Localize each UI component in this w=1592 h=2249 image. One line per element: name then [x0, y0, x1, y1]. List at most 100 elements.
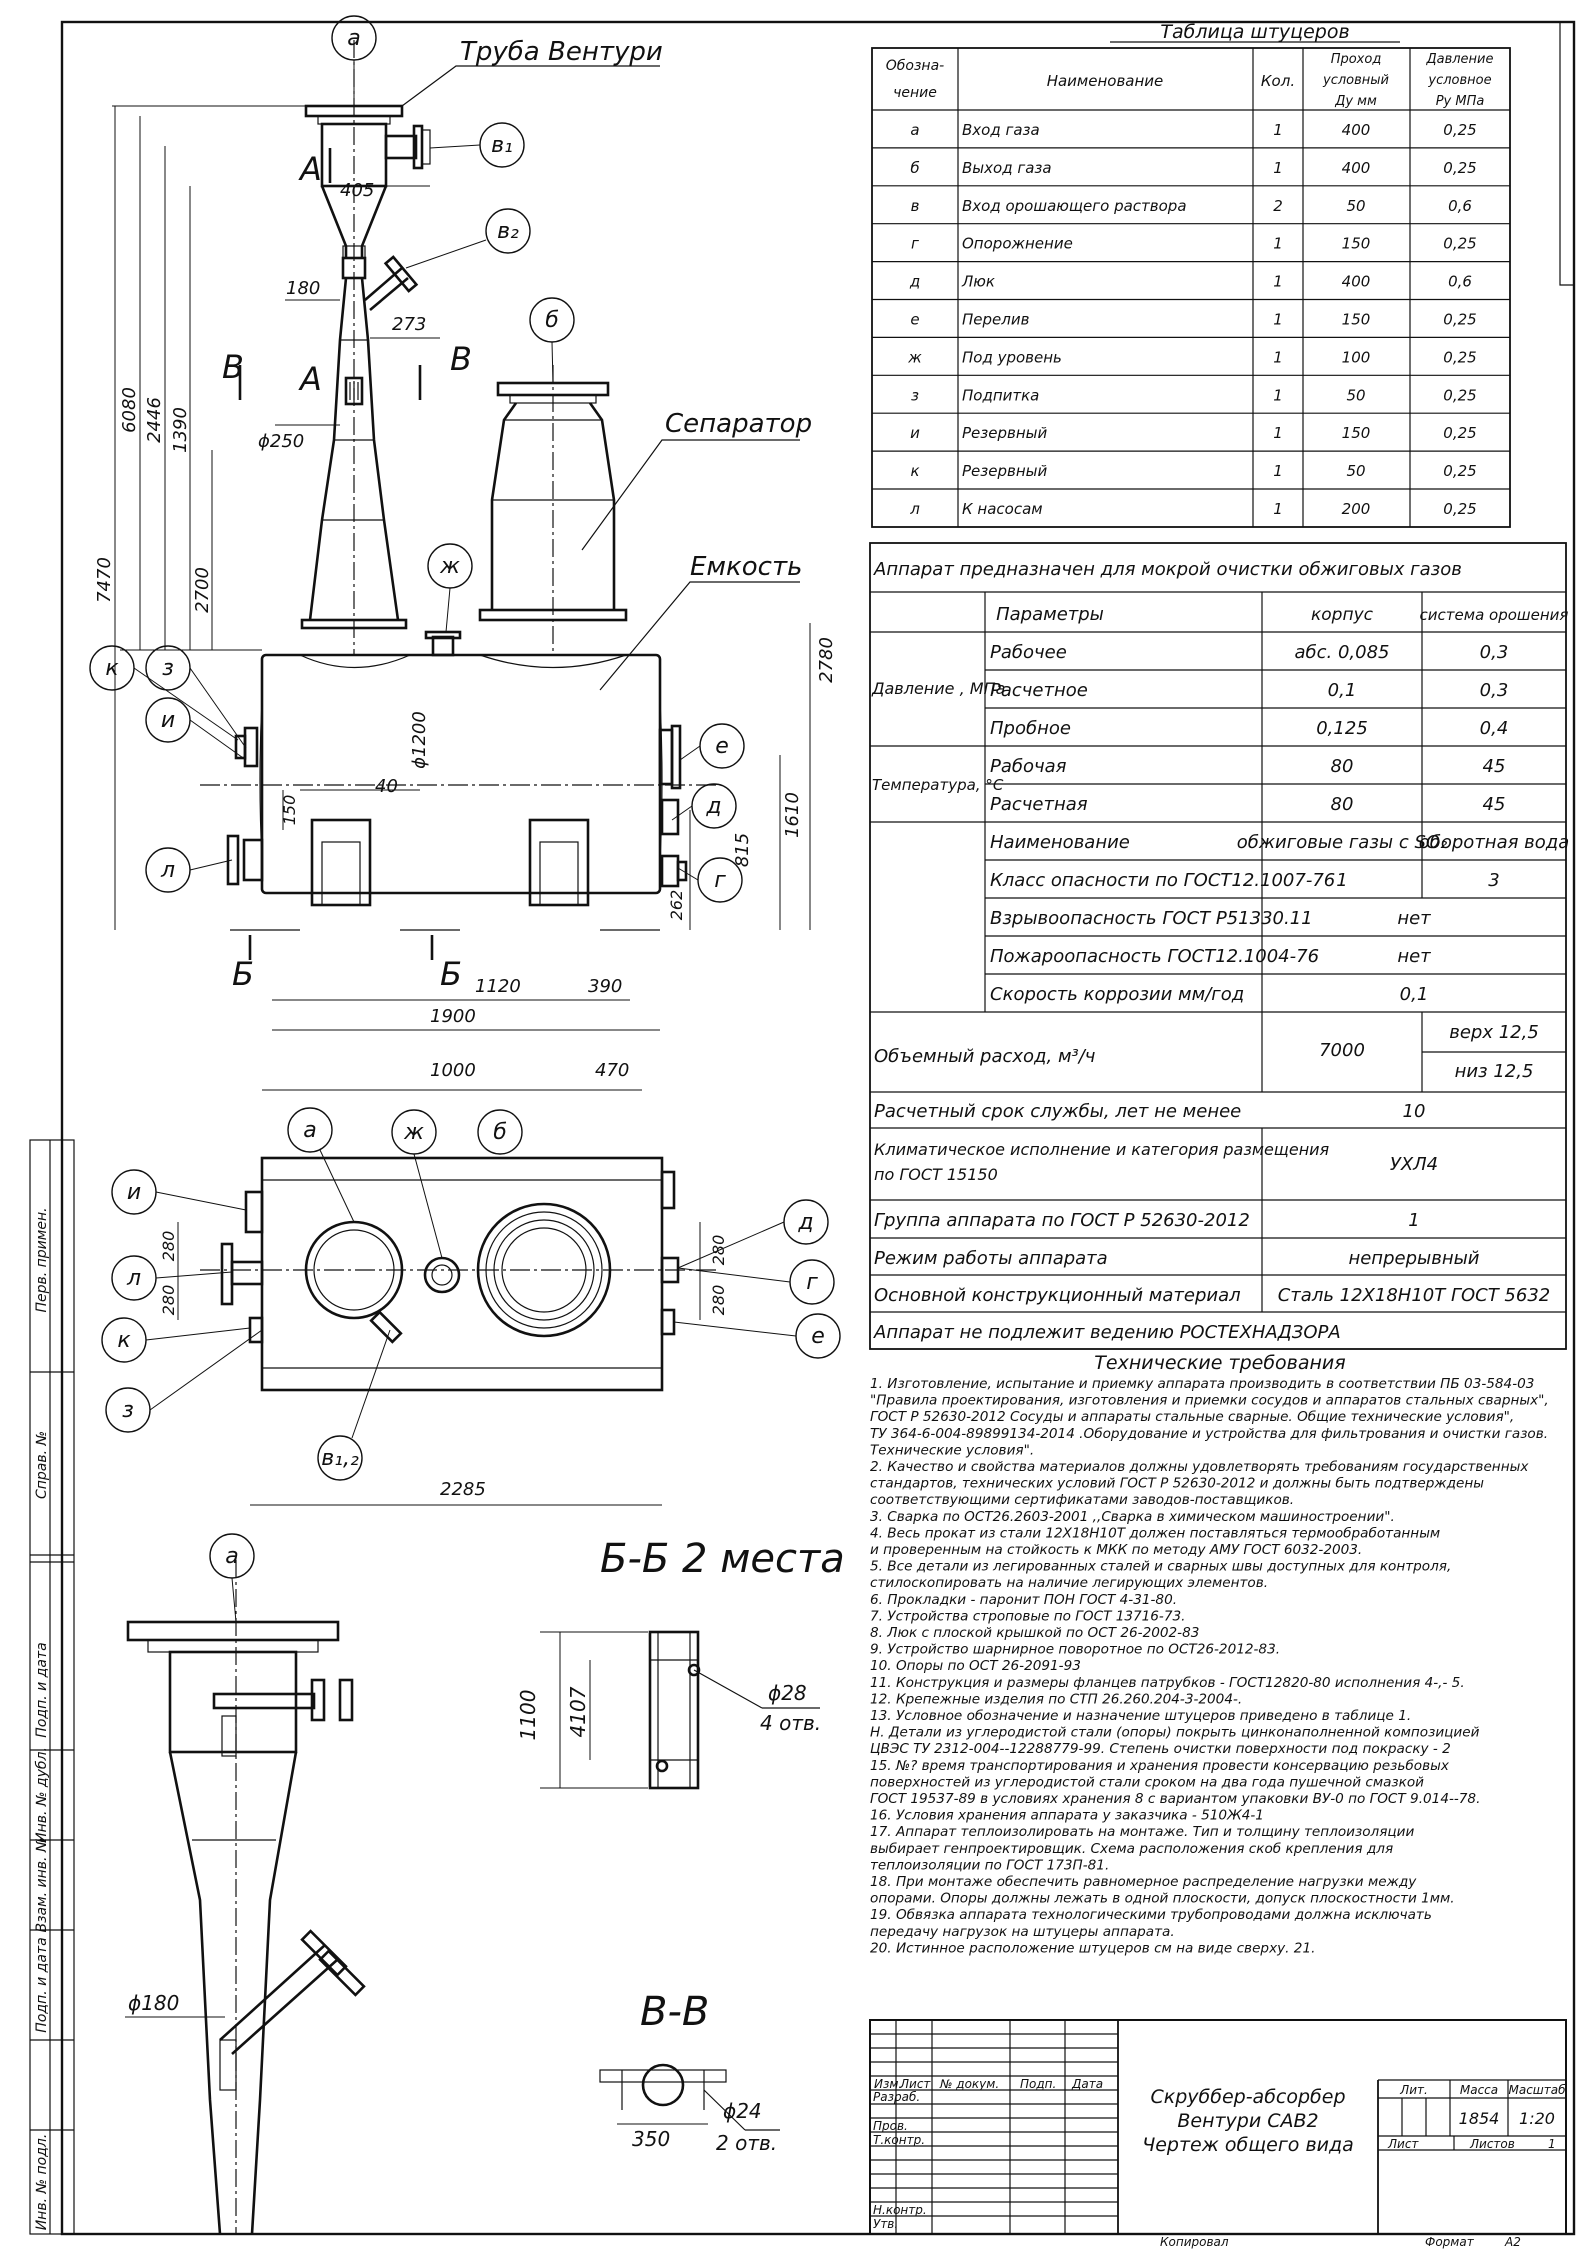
callout-circle: [477, 1109, 523, 1155]
fittings-header-dn-2: условный: [1322, 73, 1389, 88]
callout-letter: б: [545, 308, 559, 333]
callout-leader: [155, 1271, 233, 1279]
params-table: Аппарат предназначен для мокрой очистки …: [869, 542, 1570, 1350]
fitting-dn: 400: [1342, 159, 1371, 177]
label-separator: Сепаратор: [665, 409, 812, 439]
fitting-pn: 0,6: [1448, 273, 1472, 291]
fitting-dn: 200: [1342, 500, 1371, 518]
dim-7470: 7470: [94, 557, 115, 603]
requirement-line: 9. Устройство шарнирное поворотное по ОС…: [870, 1642, 1280, 1658]
volume-value: 7000: [1319, 1040, 1365, 1061]
fitting-dn: 400: [1342, 273, 1371, 291]
dim-phi250: ϕ250: [258, 431, 304, 452]
margin-inv-podl: Инв. № подл.: [34, 2134, 50, 2231]
tb-sheets-value: 1: [1548, 2137, 1556, 2151]
label-tank: Емкость: [690, 552, 802, 582]
param-irrigation: 0,3: [1480, 642, 1509, 663]
callout-leader: [149, 1329, 263, 1411]
callout-letter: а: [303, 1118, 316, 1143]
callout-letter: д: [705, 794, 721, 819]
margin-podp-data-2: Подп. и дата: [34, 1937, 50, 2032]
section-a-upper: А: [298, 150, 322, 188]
requirement-line: теплоизоляции по ГОСТ 173П-81.: [870, 1857, 1109, 1873]
param-irrigation: оборотная вода: [1419, 832, 1570, 853]
dim-1610: 1610: [782, 792, 803, 838]
dim-280-d: 280: [709, 1285, 728, 1316]
climate-label-1: Климатическое исполнение и категория раз…: [874, 1140, 1330, 1159]
fittings-header-pn-1: Давление: [1425, 52, 1493, 67]
fittings-header-qty: Кол.: [1261, 72, 1295, 90]
param-name: Пробное: [990, 718, 1071, 739]
callout-letter: б: [493, 1120, 507, 1145]
callout-letter: в₁,₂: [321, 1446, 359, 1471]
fitting-pn: 0,25: [1443, 424, 1476, 442]
dim-815: 815: [732, 833, 753, 867]
tb-sheet: Лист: [1387, 2137, 1419, 2151]
tb-mass: 1854: [1459, 2109, 1500, 2128]
requirement-line: 20. Истинное расположение штуцеров см на…: [870, 1940, 1315, 1956]
title-block: Изм. Лист № докум. Подп. Дата Разраб. Пр…: [869, 2019, 1567, 2249]
fitting-dn: 150: [1342, 235, 1371, 253]
fitting-designation: л: [909, 500, 920, 518]
dim-2780: 2780: [816, 637, 837, 683]
fitting-designation: г: [911, 235, 919, 253]
dim-40: 40: [375, 776, 398, 797]
fitting-designation: е: [910, 311, 919, 329]
fitting-qty: 1: [1273, 273, 1283, 291]
dim-1120: 1120: [475, 976, 521, 997]
tb-date: Дата: [1071, 2077, 1103, 2091]
callout-leader: [405, 239, 487, 269]
callout-letter: ж: [439, 554, 460, 579]
params-header: Параметры: [996, 604, 1104, 625]
requirement-line: 11. Конструкция и размеры фланцев патруб…: [870, 1675, 1465, 1691]
fitting-dn: 150: [1342, 424, 1371, 442]
requirement-line: ЦВЭС ТУ 2312-004--12288779-99. Степень о…: [870, 1741, 1451, 1757]
callout-letter: в₂: [497, 219, 519, 244]
fitting-designation: и: [910, 424, 920, 442]
callout-leader: [231, 1577, 237, 1623]
param-name: Класс опасности по ГОСТ12.1007-76: [990, 870, 1335, 891]
margin-sprav: Справ. №: [34, 1431, 50, 1499]
tb-razrab: Разраб.: [873, 2090, 920, 2104]
dim-phi28: ϕ28: [768, 1681, 807, 1705]
holes-4: 4 отв.: [760, 1711, 821, 1735]
fitting-designation: в: [911, 197, 920, 215]
tb-tkontr: Т.контр.: [873, 2133, 925, 2147]
fitting-name: Под уровень: [962, 348, 1062, 366]
requirement-line: 6. Прокладки - паронит ПОН ГОСТ 4-31-80.: [870, 1592, 1177, 1608]
param-irrigation: 0,3: [1480, 680, 1509, 701]
section-vv-title: В-В: [640, 1989, 709, 2035]
param-irrigation: 3: [1488, 870, 1499, 891]
requirement-line: ГОСТ Р 52630-2012 Сосуды и аппараты стал…: [870, 1409, 1514, 1425]
callout-letter: з: [162, 656, 174, 681]
callout-letter: и: [161, 708, 175, 733]
callout-letter: в₁: [491, 133, 513, 158]
front-view: А А В В Б Б Труба Вентури Сепаратор Емко…: [94, 37, 837, 1031]
param-body: абс. 0,085: [1294, 642, 1389, 663]
requirement-line: 1. Изготовление, испытание и приемку апп…: [870, 1376, 1534, 1392]
section-bb-view: ϕ180 Б-Б 2 места: [125, 1536, 845, 2235]
fitting-pn: 0,25: [1443, 462, 1476, 480]
requirement-line: передачу нагрузок на штуцеры аппарата.: [870, 1924, 1175, 1940]
callout-letter: к: [105, 656, 119, 681]
section-bb-title: Б-Б 2 места: [600, 1536, 845, 1582]
fitting-dn: 50: [1346, 462, 1365, 480]
dim-phi1200: ϕ1200: [409, 711, 430, 769]
mode-label: Режим работы аппарата: [874, 1248, 1108, 1269]
fittings-header-pn-3: Ру МПа: [1436, 94, 1485, 109]
mode-value: непрерывный: [1348, 1248, 1479, 1269]
climate-label-2: по ГОСТ 15150: [874, 1165, 998, 1184]
tb-izm: Изм.: [874, 2077, 902, 2091]
rostechnadzor-note: Аппарат не подлежит ведению РОСТЕХНАДЗОР…: [873, 1322, 1341, 1343]
callout-leader: [351, 1329, 391, 1439]
tb-mass-header: Масса: [1460, 2083, 1498, 2097]
tb-sign: Подп.: [1020, 2077, 1056, 2091]
requirement-line: ГОСТ 19537-89 в условиях хранения 8 с ва…: [870, 1791, 1480, 1807]
left-margin-stamp: Перв. примен. Справ. № Подп. и дата Инв.…: [29, 1139, 75, 2235]
fitting-name: К насосам: [962, 500, 1043, 518]
callout-leader: [551, 341, 554, 384]
tb-list: Лист: [899, 2077, 931, 2091]
param-body: обжиговые газы с SO₂: [1237, 832, 1448, 853]
dim-273: 273: [392, 314, 426, 335]
fitting-pn: 0,25: [1443, 386, 1476, 404]
